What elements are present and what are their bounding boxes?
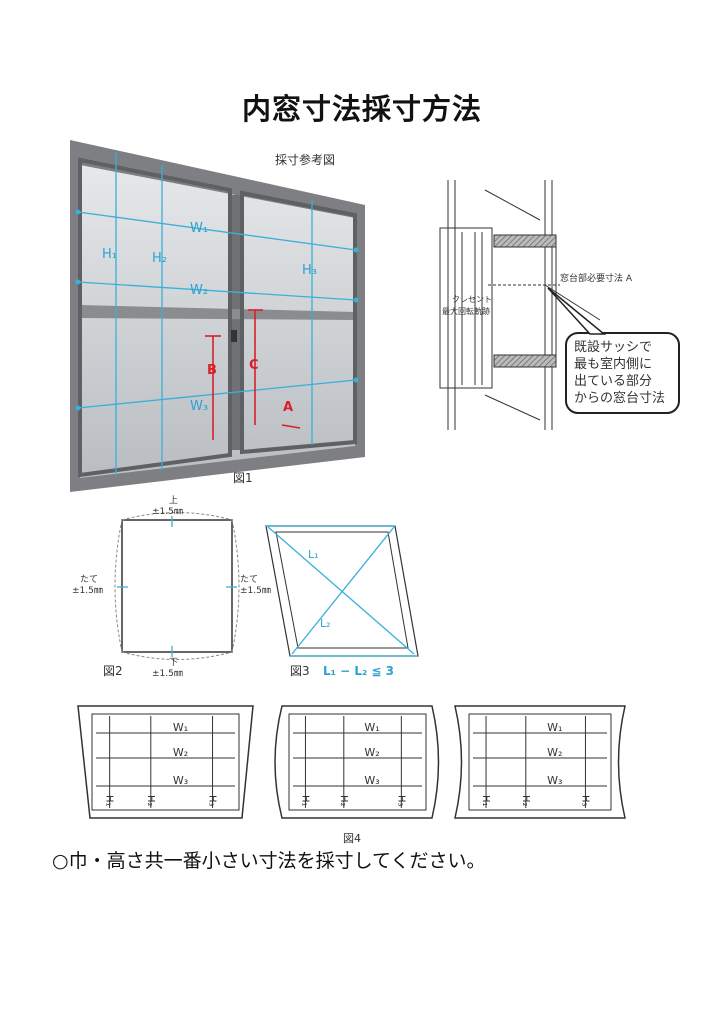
w1-label: W₁ <box>173 721 188 734</box>
fig4-frame-2: W₁ W₂ W₃ H₁ H₂ H₃ <box>274 705 440 819</box>
h3-label: H₃ <box>579 795 590 807</box>
callout-line-2: 最も室内側に <box>574 356 652 372</box>
fig4-frame-3: W₁ W₂ W₃ H₁ H₂ H₃ <box>454 705 626 819</box>
w3-label: W₃ <box>190 399 208 414</box>
crescent-label-2: 最大回転軌跡 <box>442 306 490 316</box>
figure-2-caption: 図2 <box>103 664 123 678</box>
w3-label: W₃ <box>547 774 562 787</box>
h2-label: H₂ <box>520 795 531 807</box>
figure-3-formula: L₁ − L₂ ≦ 3 <box>323 664 394 678</box>
figure-1-heading: 採寸参考図 <box>275 152 335 167</box>
h3-label: H₃ <box>207 795 218 807</box>
figure-3-caption: 図3 <box>290 664 310 678</box>
left-label: たて <box>80 574 98 585</box>
c-label: C <box>249 358 259 373</box>
right-label: たて <box>240 574 258 585</box>
right-tolerance: ±1.5㎜ <box>240 586 271 596</box>
figure-3-diagonal <box>265 525 419 657</box>
callout-line-4: からの窓台寸法 <box>574 390 665 406</box>
h2-label: H₂ <box>145 795 156 807</box>
figure-1-window: W₁ W₂ W₃ H₁ H₂ H₃ B C A <box>70 140 365 492</box>
h1-label: H₁ <box>104 795 115 807</box>
h1-label: H₁ <box>480 795 491 807</box>
w2-label: W₂ <box>173 746 188 759</box>
fig4-frame-1: W₁ W₂ W₃ H₁ H₂ H₃ <box>77 705 254 819</box>
w1-label: W₁ <box>364 721 379 734</box>
w3-label: W₃ <box>364 774 379 787</box>
h1-label: H₁ <box>299 795 310 807</box>
b-label: B <box>207 363 217 378</box>
page-title: 内窓寸法採寸方法 <box>241 92 482 126</box>
w1-label: W₁ <box>547 721 562 734</box>
top-tolerance: ±1.5㎜ <box>152 507 183 517</box>
callout-line-3: 出ている部分 <box>574 374 652 389</box>
w3-label: W₃ <box>173 774 188 787</box>
h2-label: H₂ <box>152 251 167 266</box>
l2-label: L₂ <box>320 617 331 630</box>
left-tolerance: ±1.5㎜ <box>72 586 103 596</box>
crescent-label-1: クレセント <box>452 295 492 304</box>
w1-label: W₁ <box>190 221 208 236</box>
top-label: 上 <box>169 495 178 506</box>
figure-1-caption: 図1 <box>233 471 253 485</box>
bottom-label: 下 <box>169 658 178 668</box>
a-label: A <box>283 400 293 415</box>
w2-label: W₂ <box>190 283 208 298</box>
measurement-note: ○巾・高さ共一番小さい寸法を採寸してください。 <box>52 850 486 872</box>
figure-4-caption: 図4 <box>343 832 361 845</box>
callout-line-1: 既設サッシで <box>574 339 652 355</box>
bottom-tolerance: ±1.5㎜ <box>152 669 183 679</box>
h3-label: H₃ <box>302 263 317 278</box>
w2-label: W₂ <box>364 746 379 759</box>
h3-label: H₃ <box>395 795 406 807</box>
w2-label: W₂ <box>547 746 562 759</box>
h2-label: H₂ <box>338 795 349 807</box>
figure-2-tolerance <box>114 512 240 660</box>
sash-section-drawing <box>439 180 680 430</box>
h1-label: H₁ <box>102 247 117 262</box>
sill-dimension-label: 窓台部必要寸法 A <box>560 272 633 284</box>
l1-label: L₁ <box>308 548 319 561</box>
figure-4-frames: W₁ W₂ W₃ H₁ H₂ H₃ W₁ W₂ W₃ H₁ H₂ H₃ W₁ W₂ W₃ H₁ H₂ H₃ <box>77 705 626 819</box>
